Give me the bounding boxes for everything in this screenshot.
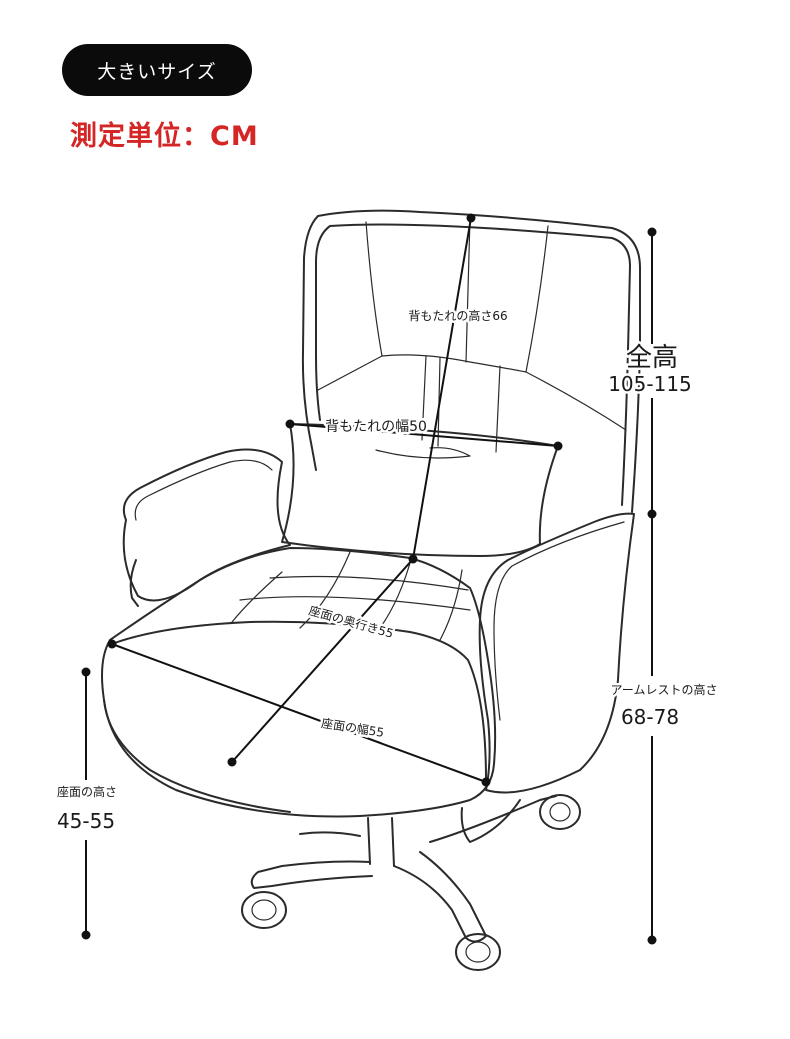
caster-left <box>241 891 287 929</box>
caster-front <box>455 933 501 971</box>
total-height-top-dot <box>647 227 657 237</box>
backrest-inner <box>315 223 631 506</box>
seat-depth-label: 座面の奥行き55 <box>307 602 395 640</box>
seat-cushion <box>101 547 497 818</box>
seat-seams <box>231 551 471 641</box>
caster-right <box>539 794 581 830</box>
seat-width-left-dot <box>107 639 117 649</box>
armrest-height-value: 68-78 <box>621 705 679 729</box>
backrest-height-top-dot <box>466 213 476 223</box>
gas-lift <box>367 817 395 867</box>
seat-depth-line <box>231 558 414 763</box>
armrest-height-label: アームレストの高さ <box>611 682 718 697</box>
seat-depth-front-dot <box>227 757 237 767</box>
seat-width-right-dot <box>481 777 491 787</box>
dimension-labels: 背もたれの高さ66 背もたれの幅50 全高 105-115 座面の奥行き55 座… <box>54 306 720 836</box>
backrest-width-right-dot <box>553 441 563 451</box>
left-arm-side <box>129 559 139 607</box>
total-height-label: 全高 <box>626 343 678 373</box>
backrest-height-label: 背もたれの高さ66 <box>408 308 507 323</box>
seat-underside <box>103 699 521 843</box>
armrest-height-bottom-dot <box>647 935 657 945</box>
backrest-outline <box>301 209 641 513</box>
right-armrest-piping <box>493 521 625 721</box>
backrest-height-line <box>412 217 472 560</box>
left-armrest <box>122 448 291 602</box>
backrest-width-left-dot <box>285 419 295 429</box>
dimension-lines <box>81 213 657 945</box>
total-height-value: 105-115 <box>608 372 692 396</box>
caster-right-inner <box>549 802 571 822</box>
star-base <box>250 795 557 943</box>
pillow-handle <box>375 447 471 459</box>
size-badge-label: 大きいサイズ <box>97 60 217 83</box>
seat-height-value: 45-55 <box>57 809 115 833</box>
backrest-seams <box>317 217 627 453</box>
caster-front-inner <box>465 941 491 963</box>
seat-height-label: 座面の高さ <box>57 784 117 799</box>
backrest-width-line <box>289 423 559 447</box>
seat-height-top-dot <box>81 667 91 677</box>
right-armrest <box>478 512 635 794</box>
left-armrest-piping <box>134 459 273 521</box>
caster-left-inner <box>251 899 277 921</box>
size-badge: 大きいサイズ <box>62 44 252 96</box>
seat-front-roll <box>111 620 487 781</box>
backrest-width-label: 背もたれの幅50 <box>325 419 427 435</box>
seat-height-bottom-dot <box>81 930 91 940</box>
chair-drawing <box>101 209 641 971</box>
seat-width-line <box>111 643 487 783</box>
lumbar-pillow <box>281 423 559 557</box>
seat-width-label: 座面の幅55 <box>320 715 385 740</box>
unit-title: 測定単位：CM <box>70 121 259 152</box>
